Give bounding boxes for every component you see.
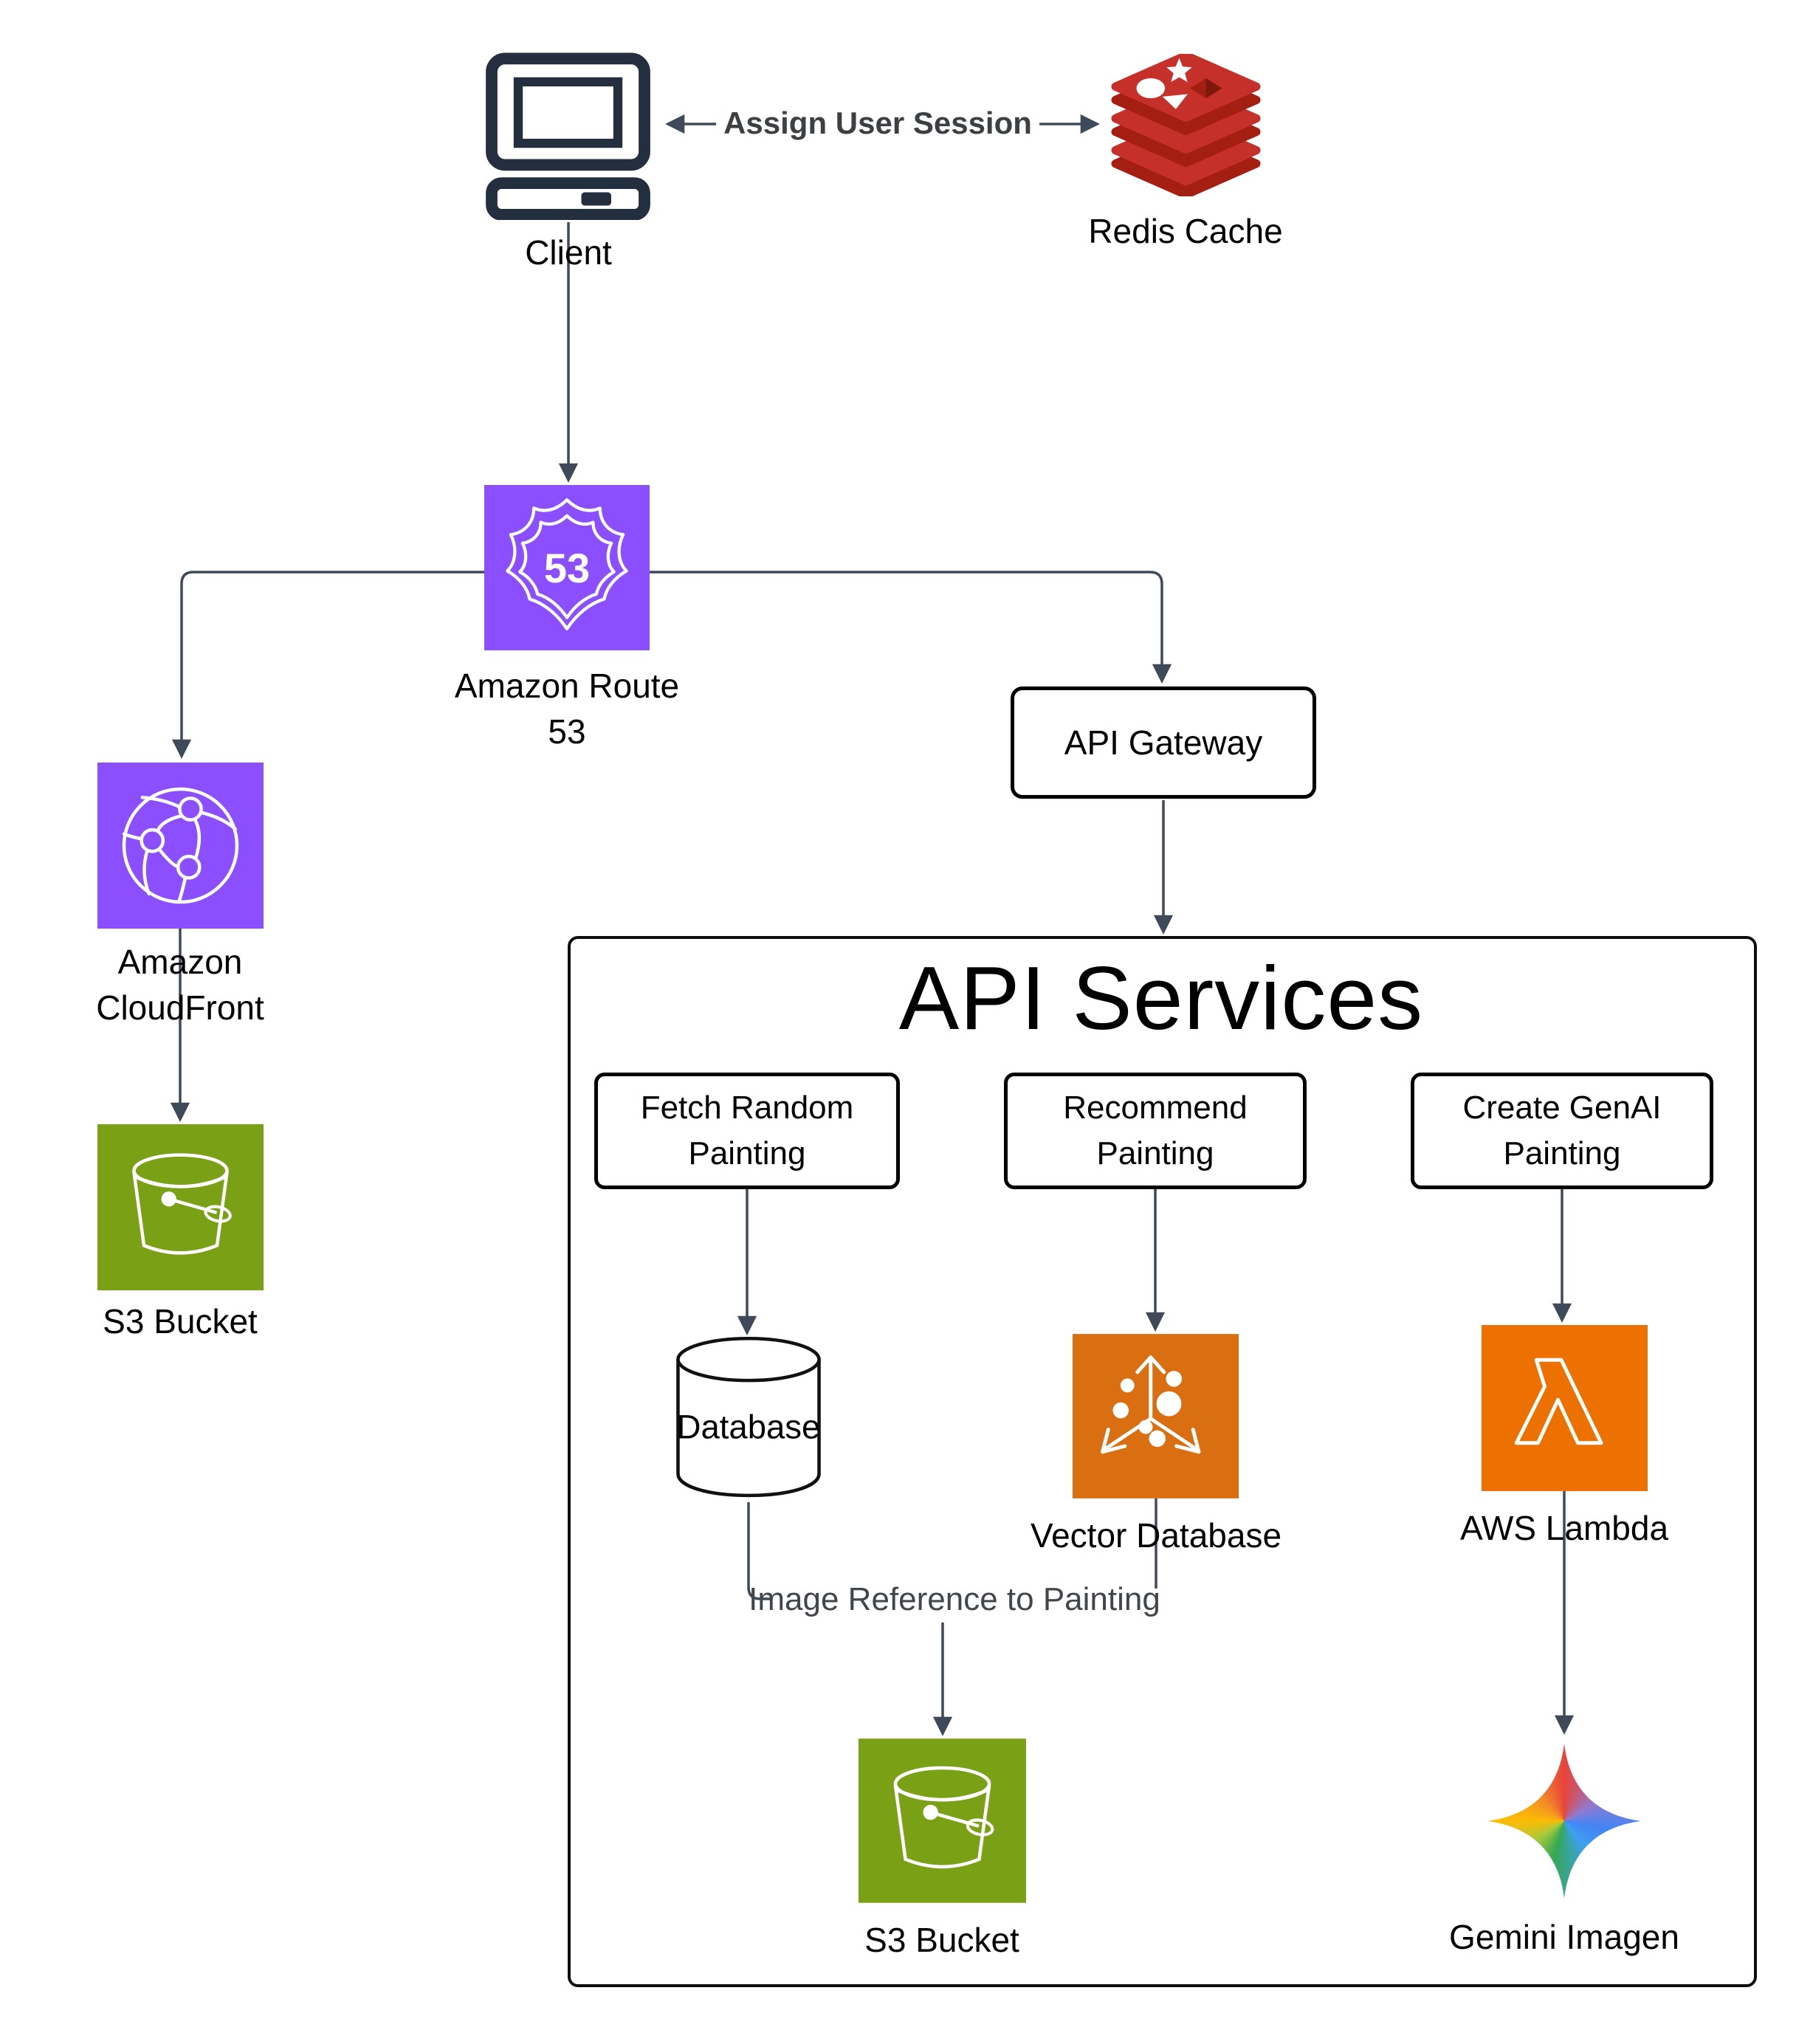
- aws-lambda-label: AWS Lambda: [1459, 1509, 1669, 1547]
- edge-route53-apigateway: [650, 571, 1172, 684]
- redis-cache-icon: [1111, 54, 1261, 196]
- redis-circle-glyph: [1136, 78, 1166, 99]
- api-gateway-box: API Gateway: [1011, 687, 1316, 799]
- edge-route53-cloudfront: [171, 571, 484, 759]
- redis-cache-label: Redis Cache: [1088, 212, 1283, 250]
- api-gateway-label: API Gateway: [1064, 723, 1263, 762]
- s3-bucket-left-label: S3 Bucket: [103, 1302, 258, 1341]
- aws-lambda-icon: [1482, 1325, 1648, 1491]
- assign-user-session-label: Assign User Session: [716, 104, 1039, 142]
- edge-database-imgref: [747, 1502, 771, 1600]
- database-icon: Database: [676, 1336, 821, 1498]
- api-services-title: API Services: [898, 948, 1424, 1048]
- redis-star-glyph: [1166, 58, 1192, 83]
- route53-icon: 53: [484, 485, 650, 650]
- client-icon: [486, 52, 650, 220]
- vector-database-icon: [1073, 1334, 1239, 1498]
- fetch-random-painting-box: Fetch Random Painting: [594, 1073, 900, 1189]
- vector-database-label: Vector Database: [1030, 1516, 1282, 1555]
- s3-bucket-left-icon: [97, 1124, 264, 1290]
- recommend-painting-box: Recommend Painting: [1004, 1073, 1307, 1189]
- database-label: Database: [677, 1408, 821, 1446]
- redis-triangle-glyph: [1162, 94, 1188, 109]
- create-genai-painting-box: Create GenAI Painting: [1411, 1073, 1713, 1189]
- client-label: Client: [525, 233, 612, 272]
- cloudfront-label: Amazon CloudFront: [96, 943, 264, 1027]
- s3-bucket-inner-label: S3 Bucket: [864, 1921, 1019, 1959]
- gemini-imagen-label: Gemini Imagen: [1449, 1918, 1679, 1956]
- s3-bucket-inner-icon: [859, 1738, 1026, 1903]
- route53-label: Amazon Route 53: [454, 667, 680, 751]
- image-reference-label: Image Reference to Painting: [749, 1581, 1160, 1617]
- route53-badge: 53: [544, 545, 590, 591]
- cloudfront-icon: [97, 763, 264, 929]
